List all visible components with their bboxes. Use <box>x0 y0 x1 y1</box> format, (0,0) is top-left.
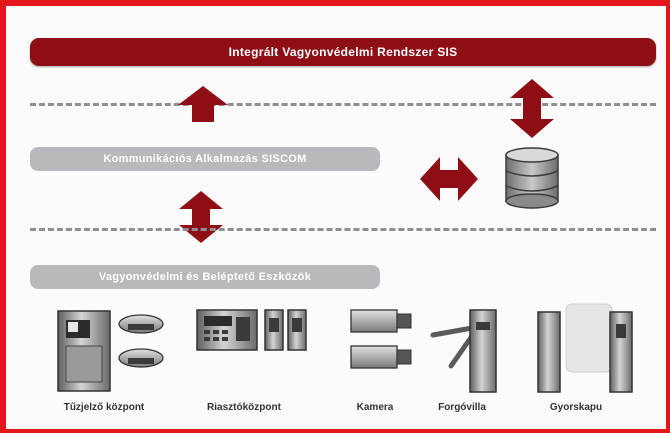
device-label: Tűzjelző központ <box>63 402 145 413</box>
communication-layer-bar: Kommunikációs Alkalmazás SISCOM <box>30 147 380 171</box>
system-title: Integrált Vagyonvédelmi Rendszer SIS <box>228 45 458 59</box>
alarm-keypad-icon <box>196 309 307 351</box>
layer-divider-top <box>30 103 656 106</box>
devices-layer-bar: Vagyonvédelmi és Beléptető Eszközök <box>30 265 380 289</box>
device-icons <box>57 303 633 393</box>
devices-layer-label: Vagyonvédelmi és Beléptető Eszközök <box>98 271 312 283</box>
up-arrow-icon <box>178 86 228 122</box>
vertical-double-arrow-icon <box>510 79 554 138</box>
horizontal-double-arrow-icon <box>420 157 478 201</box>
turnstile-icon <box>430 309 497 393</box>
fire-alarm-panel-icon <box>57 310 164 392</box>
device-label: Kamera <box>356 402 394 413</box>
speed-gate-icon <box>537 303 633 393</box>
diagram-canvas: Integrált Vagyonvédelmi Rendszer SIS Kom… <box>6 6 666 429</box>
database-icon <box>505 147 559 209</box>
device-label: Riasztóközpont <box>207 402 281 413</box>
layer-divider-bottom <box>30 228 656 231</box>
communication-layer-label: Kommunikációs Alkalmazás SISCOM <box>103 153 307 165</box>
camera-icon <box>350 309 412 369</box>
system-title-bar: Integrált Vagyonvédelmi Rendszer SIS <box>30 38 656 66</box>
device-label: Forgóvilla <box>438 402 486 413</box>
device-label: Gyorskapu <box>549 402 603 413</box>
